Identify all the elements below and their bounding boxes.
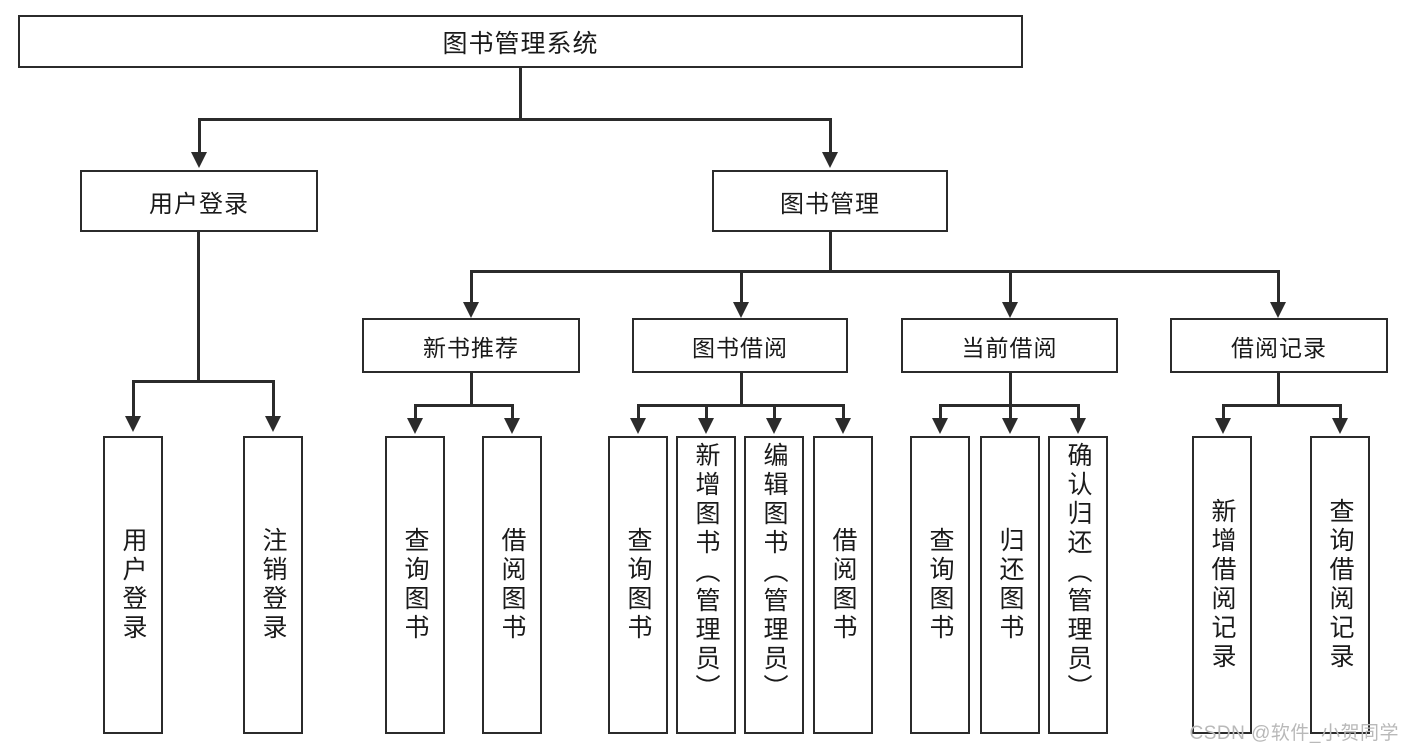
connector-new-book-trunk bbox=[470, 373, 473, 404]
connector-book-mgmt-to-current bbox=[1009, 270, 1012, 304]
connector-new-book-to-leaf-0 bbox=[414, 404, 417, 420]
connector-user-login-trunk bbox=[197, 232, 200, 380]
node-label: 图书管理系统 bbox=[442, 29, 599, 58]
leaf-book-borrow-3[interactable]: 借阅图书 bbox=[813, 436, 873, 734]
node-label: 借阅记录 bbox=[1231, 334, 1327, 361]
arrowhead-book-mgmt-borrow bbox=[733, 302, 749, 318]
arrowhead-current-borrow-leaf-0 bbox=[932, 418, 948, 434]
leaf-user-login-1[interactable]: 注销登录 bbox=[243, 436, 303, 734]
leaf-new-book-recommend-1[interactable]: 借阅图书 bbox=[482, 436, 542, 734]
leaf-current-borrow-2[interactable]: 确认归还（管理员） bbox=[1048, 436, 1108, 734]
node-label: 新增借阅记录 bbox=[1208, 498, 1236, 672]
leaf-current-borrow-1[interactable]: 归还图书 bbox=[980, 436, 1040, 734]
leaf-borrow-record-1[interactable]: 查询借阅记录 bbox=[1310, 436, 1370, 734]
csdn-watermark: CSDN @软件_小贺同学 bbox=[1189, 723, 1399, 744]
connector-book-mgmt-bar bbox=[470, 270, 1279, 273]
connector-book-borrow-bar bbox=[637, 404, 843, 407]
arrowhead-root-to-book-mgmt bbox=[822, 152, 838, 168]
arrowhead-book-borrow-leaf-0 bbox=[630, 418, 646, 434]
node-label: 查询图书 bbox=[926, 527, 954, 643]
arrowhead-current-borrow-leaf-2 bbox=[1070, 418, 1086, 434]
leaf-user-login-0[interactable]: 用户登录 bbox=[103, 436, 163, 734]
arrowhead-book-mgmt-current bbox=[1002, 302, 1018, 318]
leaf-current-borrow-0[interactable]: 查询图书 bbox=[910, 436, 970, 734]
node-label: 图书管理 bbox=[780, 190, 880, 218]
arrowhead-current-borrow-leaf-1 bbox=[1002, 418, 1018, 434]
connector-user-login-to-leaf-1 bbox=[272, 380, 275, 418]
node-book-management[interactable]: 图书管理 bbox=[712, 170, 948, 232]
node-label: 当前借阅 bbox=[961, 334, 1058, 361]
node-new-book-recommend[interactable]: 新书推荐 bbox=[362, 318, 580, 373]
connector-root-bar bbox=[198, 118, 831, 121]
node-label: 借阅图书 bbox=[829, 527, 857, 643]
connector-book-mgmt-to-new-book bbox=[470, 270, 473, 304]
connector-current-borrow-trunk bbox=[1009, 373, 1012, 404]
arrowhead-borrow-record-leaf-1 bbox=[1332, 418, 1348, 434]
connector-current-borrow-bar bbox=[939, 404, 1078, 407]
connector-book-mgmt-to-record bbox=[1277, 270, 1280, 304]
connector-book-borrow-to-leaf-0 bbox=[637, 404, 640, 420]
connector-borrow-record-to-leaf-0 bbox=[1222, 404, 1225, 420]
connector-book-borrow-to-leaf-3 bbox=[842, 404, 845, 420]
arrowhead-book-mgmt-record bbox=[1270, 302, 1286, 318]
connector-user-login-bar bbox=[132, 380, 273, 383]
connector-borrow-record-trunk bbox=[1277, 373, 1280, 404]
leaf-book-borrow-2[interactable]: 编辑图书（管理员） bbox=[744, 436, 804, 734]
connector-new-book-to-leaf-1 bbox=[511, 404, 514, 420]
node-label: 归还图书 bbox=[996, 527, 1024, 643]
connector-root-trunk bbox=[519, 68, 522, 118]
node-label: 查询借阅记录 bbox=[1326, 498, 1354, 672]
connector-borrow-record-bar bbox=[1222, 404, 1340, 407]
node-label: 图书借阅 bbox=[692, 334, 788, 361]
arrowhead-user-login-leaf-0 bbox=[125, 416, 141, 432]
node-label: 注销登录 bbox=[259, 527, 287, 643]
node-label: 用户登录 bbox=[149, 190, 249, 218]
arrowhead-book-borrow-leaf-1 bbox=[698, 418, 714, 434]
connector-book-borrow-trunk bbox=[740, 373, 743, 404]
connector-book-mgmt-to-borrow bbox=[740, 270, 743, 304]
arrowhead-borrow-record-leaf-0 bbox=[1215, 418, 1231, 434]
node-user-login[interactable]: 用户登录 bbox=[80, 170, 318, 232]
arrowhead-book-mgmt-new-book bbox=[463, 302, 479, 318]
connector-current-borrow-to-leaf-0 bbox=[939, 404, 942, 420]
connector-book-borrow-to-leaf-1 bbox=[705, 404, 708, 420]
connector-current-borrow-to-leaf-1 bbox=[1009, 404, 1012, 420]
connector-current-borrow-to-leaf-2 bbox=[1077, 404, 1080, 420]
node-label: 借阅图书 bbox=[498, 527, 526, 643]
node-label: 查询图书 bbox=[624, 527, 652, 643]
node-root-system[interactable]: 图书管理系统 bbox=[18, 15, 1023, 68]
node-label: 用户登录 bbox=[119, 527, 147, 643]
leaf-borrow-record-0[interactable]: 新增借阅记录 bbox=[1192, 436, 1252, 734]
connector-root-to-user-login bbox=[198, 118, 201, 154]
connector-book-borrow-to-leaf-2 bbox=[773, 404, 776, 420]
connector-book-mgmt-trunk bbox=[829, 232, 832, 270]
node-label: 确认归还（管理员） bbox=[1064, 442, 1092, 703]
arrowhead-root-to-user-login bbox=[191, 152, 207, 168]
connector-borrow-record-to-leaf-1 bbox=[1339, 404, 1342, 420]
arrowhead-book-borrow-leaf-2 bbox=[766, 418, 782, 434]
leaf-book-borrow-1[interactable]: 新增图书（管理员） bbox=[676, 436, 736, 734]
leaf-book-borrow-0[interactable]: 查询图书 bbox=[608, 436, 668, 734]
connector-user-login-to-leaf-0 bbox=[132, 380, 135, 418]
arrowhead-new-book-leaf-0 bbox=[407, 418, 423, 434]
node-label: 新书推荐 bbox=[423, 334, 519, 361]
node-label: 新增图书（管理员） bbox=[692, 442, 720, 703]
leaf-new-book-recommend-0[interactable]: 查询图书 bbox=[385, 436, 445, 734]
connector-root-to-book-mgmt bbox=[829, 118, 832, 154]
node-label: 查询图书 bbox=[401, 527, 429, 643]
arrowhead-book-borrow-leaf-3 bbox=[835, 418, 851, 434]
connector-new-book-bar bbox=[414, 404, 512, 407]
node-current-borrow[interactable]: 当前借阅 bbox=[901, 318, 1118, 373]
node-label: 编辑图书（管理员） bbox=[760, 442, 788, 703]
node-borrow-record[interactable]: 借阅记录 bbox=[1170, 318, 1388, 373]
arrowhead-user-login-leaf-1 bbox=[265, 416, 281, 432]
node-book-borrow[interactable]: 图书借阅 bbox=[632, 318, 848, 373]
arrowhead-new-book-leaf-1 bbox=[504, 418, 520, 434]
